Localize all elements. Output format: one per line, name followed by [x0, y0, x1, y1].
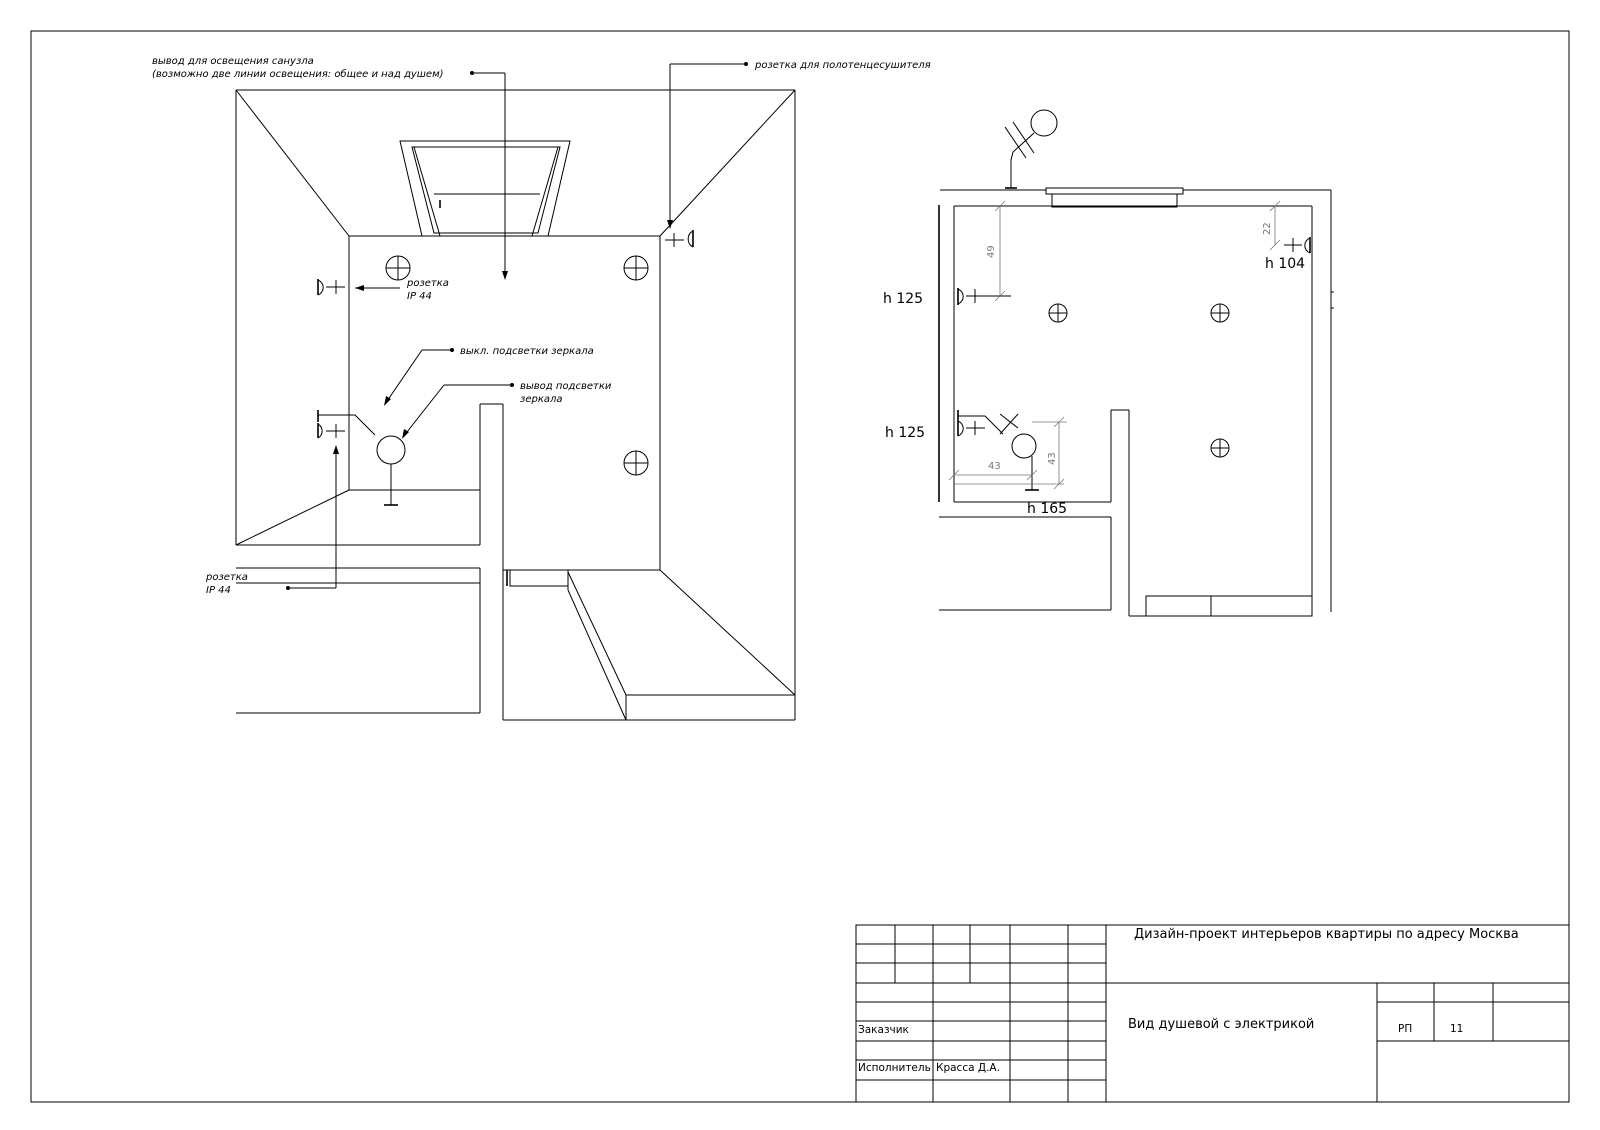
annotation-socket-ip44-a: розетка — [406, 278, 449, 289]
executor-label: Исполнитель — [858, 1062, 931, 1074]
floor-plan — [938, 187, 1334, 617]
annotation-socket-ip44-b-rating: IP 44 — [206, 585, 231, 596]
annotation-mirror-outlet: вывод подсветки — [520, 381, 612, 392]
height-label-right: h 104 — [1265, 256, 1305, 272]
leader-lines — [286, 62, 748, 590]
dimension-lines — [948, 200, 1281, 490]
annotation-socket-ip44-b: розетка — [205, 572, 248, 583]
mirror-light-outlet-icon — [376, 435, 406, 506]
annotation-mirror-outlet-detail: зеркала — [520, 394, 563, 405]
height-label-left-upper: h 125 — [883, 291, 923, 307]
sheet-number: 11 — [1450, 1023, 1463, 1035]
annotation-towel-dryer-socket: розетка для полотенцесушителя — [754, 60, 931, 71]
plan-light-icon — [1210, 303, 1230, 323]
dimension-label: 43 — [1047, 452, 1058, 465]
ceiling-light-icon — [623, 255, 649, 281]
switch-icon — [317, 410, 376, 436]
plan-switch-icon — [957, 410, 1019, 435]
annotation-mirror-switch: выкл. подсветки зеркала — [460, 346, 594, 357]
annotation-lighting-outlet: вывод для освещения санузла — [152, 56, 314, 67]
stage-label: РП — [1398, 1023, 1412, 1035]
dimension-label: 22 — [1262, 222, 1273, 235]
plan-socket-icon — [957, 288, 1011, 305]
customer-label: Заказчик — [858, 1024, 909, 1036]
title-block — [855, 924, 1570, 1103]
socket-icon — [317, 423, 345, 439]
project-title: Дизайн-проект интерьеров квартиры по адр… — [1134, 927, 1519, 942]
plan-mirror-outlet-icon — [1011, 433, 1039, 491]
external-outlet-icon — [1004, 109, 1058, 189]
dimension-label: 43 — [988, 461, 1001, 472]
perspective-view — [235, 89, 796, 721]
dimension-label: 49 — [986, 245, 997, 258]
plan-light-icon — [1048, 303, 1068, 323]
towel-dryer-socket-icon — [665, 230, 694, 248]
annotation-lighting-outlet-detail: (возможно две линии освещения: общее и н… — [152, 68, 444, 80]
socket-icon — [317, 279, 345, 296]
plan-socket-icon — [957, 420, 985, 437]
plan-socket-icon — [1284, 237, 1311, 254]
ceiling-light-icon — [385, 255, 411, 281]
executor-name: Красса Д.А. — [936, 1062, 1000, 1074]
plan-light-icon — [1210, 438, 1230, 458]
height-label-bottom: h 165 — [1027, 501, 1067, 517]
sheet-title: Вид душевой с электрикой — [1128, 1017, 1314, 1032]
height-label-left-lower: h 125 — [885, 425, 925, 441]
annotation-socket-ip44-a-rating: IP 44 — [407, 291, 432, 302]
ceiling-light-icon — [623, 450, 649, 476]
sheet-frame — [30, 30, 1570, 1103]
